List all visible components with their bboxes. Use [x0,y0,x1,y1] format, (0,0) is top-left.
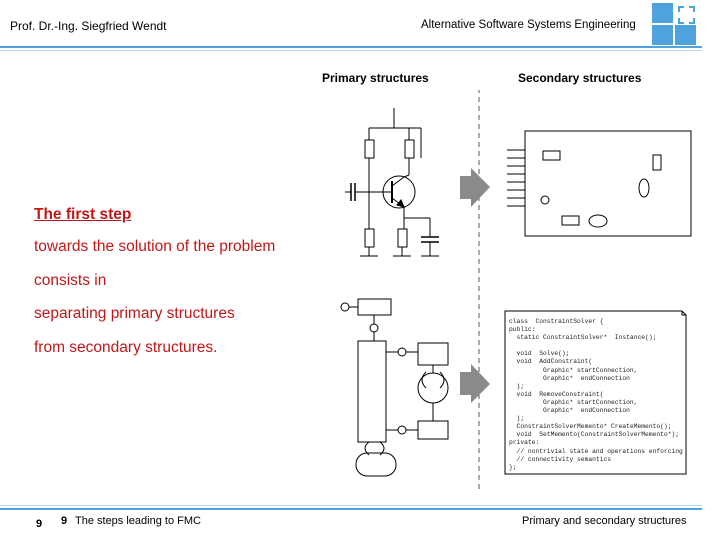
header-author: Prof. Dr.-Ing. Siegfried Wendt [10,19,167,33]
code-line: void AddConstraint( [509,358,593,366]
code-line: // connectivity semantics [509,455,612,463]
code-line: ); [509,382,525,390]
code-line: void SetMemento(ConstraintSolverMemento*… [509,431,680,439]
circuit-schematic [345,108,439,257]
header-rule [0,46,702,48]
code-line: public: [509,326,536,334]
code-line: ConstraintSolverMemento* CreateMemento()… [509,423,672,431]
secondary-structures-heading: Secondary structures [518,71,642,85]
header-rule-thin [0,50,702,51]
code-line: void RemoveConstraint( [509,390,604,398]
code-document [504,310,687,475]
footer-rule-thin [0,505,702,506]
chapter-title: The steps leading to FMC [75,515,201,527]
page-number: 9 [36,518,43,530]
source-code-listing: class ConstraintSolver {public: static C… [509,318,683,472]
code-line: Graphic* endConnection [509,374,630,382]
code-line: Graphic* startConnection, [509,398,638,406]
code-line: Graphic* endConnection [509,407,630,415]
message-line-2: towards the solution of the problem [34,238,276,255]
message-first-step: The first step [34,206,132,223]
footer-rule [0,508,702,510]
arrow-to-source-code [460,364,490,403]
chapter-number: 9 [61,515,68,527]
code-line [509,342,683,350]
header-group: Alternative Software Systems Engineering [421,19,636,31]
code-line: class ConstraintSolver { [509,318,604,325]
code-line: // nontrivial state and operations enfor… [509,447,683,455]
circuit-board [507,130,692,237]
message-line-5: from secondary structures. [34,339,218,356]
message-line-4: separating primary structures [34,305,235,322]
fmc-block-diagram [340,298,449,477]
code-line: Graphic* startConnection, [509,366,638,374]
primary-structures-heading: Primary structures [322,71,429,85]
code-line: }; [509,463,517,471]
arrow-to-circuit-board [460,168,490,207]
message-line-3: consists in [34,272,107,289]
logo [652,3,700,45]
structures-diagram [340,90,692,490]
code-line: static ConstraintSolver* Instance(); [509,334,657,342]
code-line: ); [509,415,525,423]
section-title: Primary and secondary structures [522,515,687,527]
code-line: void Solve(); [509,350,570,358]
code-line: private: [509,439,540,447]
